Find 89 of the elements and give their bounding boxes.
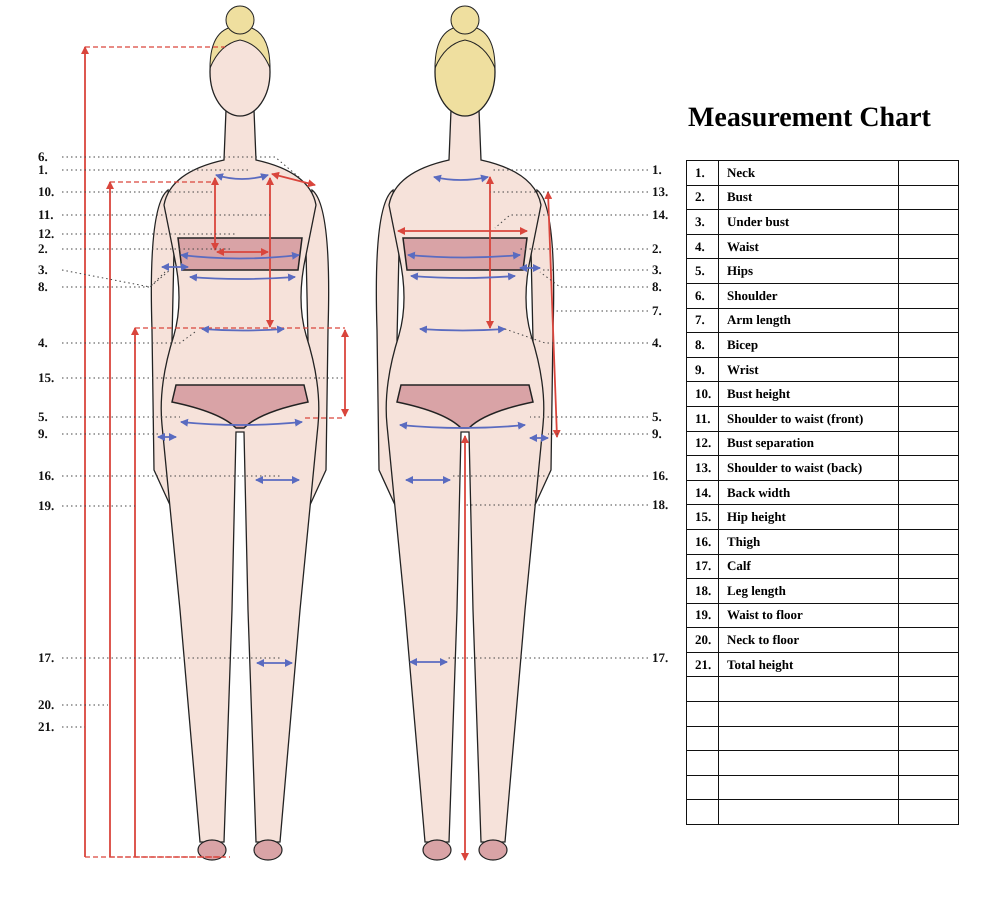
measurement-name: Waist	[718, 234, 898, 259]
callout-number: 3.	[38, 262, 68, 278]
row-number: 2.	[686, 185, 718, 210]
callout-number: 18.	[652, 497, 682, 513]
callout-number: 11.	[38, 207, 68, 223]
leader-line	[494, 214, 648, 228]
callout-number: 6.	[38, 149, 68, 165]
leader-line	[464, 504, 648, 506]
row-number: 1.	[686, 160, 718, 186]
leader-line	[62, 332, 196, 344]
measurement-name: Hips	[718, 258, 898, 284]
measurement-name: Calf	[718, 554, 898, 579]
row-number: 18.	[686, 578, 718, 604]
row-number: 8.	[686, 332, 718, 358]
measurement-name: Bust	[718, 185, 898, 210]
callout-number: 2.	[652, 241, 682, 257]
callout-number: 14.	[652, 207, 682, 223]
callout-number: 4.	[652, 335, 682, 351]
leader-line	[62, 248, 230, 250]
row-number: 20.	[686, 628, 718, 652]
callout-number: 5.	[38, 409, 68, 425]
chart-title: Measurement Chart	[688, 102, 931, 134]
measurement-name: Neck to floor	[718, 628, 898, 652]
row-number: 19.	[686, 603, 718, 628]
measurement-name: Hip height	[718, 504, 898, 530]
measurement-name: Thigh	[718, 529, 898, 554]
leader-line	[540, 272, 648, 288]
row-number: 5.	[686, 258, 718, 284]
measurement-name: Shoulder	[718, 283, 898, 308]
leader-line	[504, 328, 648, 344]
leader-line	[520, 248, 648, 250]
measurement-name: Arm length	[718, 308, 898, 333]
row-number: 15.	[686, 504, 718, 530]
callout-number: 9.	[38, 426, 68, 442]
measurement-name: Under bust	[718, 210, 898, 234]
measurement-name: Bust separation	[718, 431, 898, 456]
row-number: 16.	[686, 529, 718, 554]
measurement-name: Bicep	[718, 332, 898, 358]
measurement-name: Leg length	[718, 578, 898, 604]
leader-line	[62, 214, 270, 216]
row-number: 17.	[686, 554, 718, 579]
row-number: 14.	[686, 480, 718, 505]
callout-number: 2.	[38, 241, 68, 257]
measurement-name: Waist to floor	[718, 603, 898, 628]
callout-number: 1.	[38, 162, 68, 178]
row-number: 4.	[686, 234, 718, 259]
leader-line	[62, 272, 166, 288]
leader-line	[530, 416, 648, 418]
leader-line	[62, 156, 300, 178]
measurement-name: Wrist	[718, 357, 898, 382]
callout-number: 1.	[652, 162, 682, 178]
measurement-name: Shoulder to waist (back)	[718, 456, 898, 480]
leader-line	[62, 416, 180, 418]
callout-number: 8.	[652, 279, 682, 295]
row-number: 6.	[686, 283, 718, 308]
measurement-name: Shoulder to waist (front)	[718, 406, 898, 432]
measurement-name: Total height	[718, 652, 898, 677]
callout-number: 5.	[652, 409, 682, 425]
row-number: 10.	[686, 382, 718, 406]
leader-line	[552, 310, 648, 312]
row-number: 13.	[686, 456, 718, 480]
callout-number: 3.	[652, 262, 682, 278]
callout-number: 12.	[38, 226, 68, 242]
callout-number: 21.	[38, 719, 68, 735]
measurement-name: Back width	[718, 480, 898, 505]
callout-number: 10.	[38, 184, 68, 200]
callout-number: 9.	[652, 426, 682, 442]
leader-line	[62, 704, 108, 706]
row-number: 11.	[686, 406, 718, 432]
callout-number: 4.	[38, 335, 68, 351]
callout-number: 16.	[652, 468, 682, 484]
callout-number: 13.	[652, 184, 682, 200]
callout-number: 20.	[38, 697, 68, 713]
callout-number: 15.	[38, 370, 68, 386]
row-number: 9.	[686, 357, 718, 382]
callout-number: 19.	[38, 498, 68, 514]
leader-line	[62, 270, 170, 288]
leader-line	[62, 726, 86, 728]
row-number: 3.	[686, 210, 718, 234]
callout-number: 17.	[652, 650, 682, 666]
row-number: 12.	[686, 431, 718, 456]
measurement-name: Bust height	[718, 382, 898, 406]
callout-number: 16.	[38, 468, 68, 484]
row-number: 7.	[686, 308, 718, 333]
callout-number: 8.	[38, 279, 68, 295]
row-number: 21.	[686, 652, 718, 677]
measurement-name: Neck	[718, 160, 898, 186]
callout-number: 7.	[652, 303, 682, 319]
callout-number: 17.	[38, 650, 68, 666]
